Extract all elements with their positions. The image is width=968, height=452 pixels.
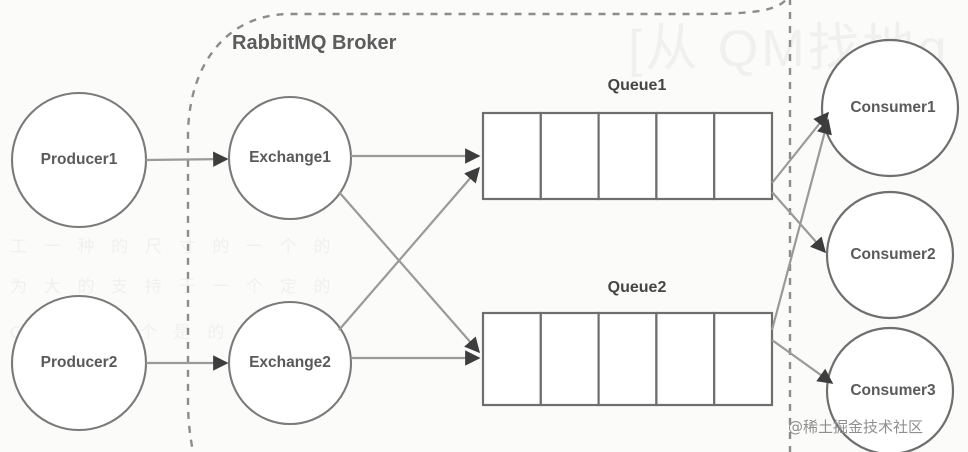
edge-producer1-to-exchange1 xyxy=(145,151,229,167)
queue2-boxes xyxy=(481,311,774,407)
queue2-label: Queue2 xyxy=(607,279,667,296)
queue1-cell-2 xyxy=(539,111,600,201)
queue1-cell-3 xyxy=(597,111,658,201)
edge-exchange2-to-queue1 xyxy=(338,166,481,331)
consumer2-node[interactable] xyxy=(825,190,955,320)
queue2-cell-3 xyxy=(597,311,658,407)
producer2-label: Producer2 xyxy=(40,354,118,371)
queue2-cell-5 xyxy=(713,311,774,407)
consumer1-label: Consumer1 xyxy=(850,99,936,116)
consumer1-node[interactable] xyxy=(820,38,960,178)
queue1-cell-1 xyxy=(481,111,542,201)
queue1-boxes xyxy=(481,111,774,201)
exchange2-label: Exchange2 xyxy=(249,354,331,371)
queue2-cell-4 xyxy=(655,311,716,407)
producer1-label: Producer1 xyxy=(40,151,118,168)
exchange1-node[interactable] xyxy=(227,95,353,221)
exchange1-label: Exchange1 xyxy=(249,149,331,166)
queue1-label: Queue1 xyxy=(607,77,667,94)
edge-exchange1-to-queue2 xyxy=(338,191,481,354)
edge-queue2-to-consumer1 xyxy=(770,118,832,331)
queue1-cell-5 xyxy=(713,111,774,201)
queue2-cell-1 xyxy=(481,311,542,407)
edge-queue1-to-consumer2 xyxy=(771,191,827,254)
edge-queue2-to-consumer3 xyxy=(771,339,834,384)
broker-title: RabbitMQ Broker xyxy=(232,32,397,54)
consumer3-label: Consumer3 xyxy=(850,382,936,399)
queue2-cell-2 xyxy=(539,311,600,407)
consumer3-node[interactable] xyxy=(825,326,955,452)
broker-boundary-dashed xyxy=(186,0,792,452)
watermark-text: @稀土掘金技术社区 xyxy=(788,418,924,436)
consumer2-label: Consumer2 xyxy=(850,246,936,263)
queue1-cell-4 xyxy=(655,111,716,201)
exchange2-node[interactable] xyxy=(227,300,353,426)
